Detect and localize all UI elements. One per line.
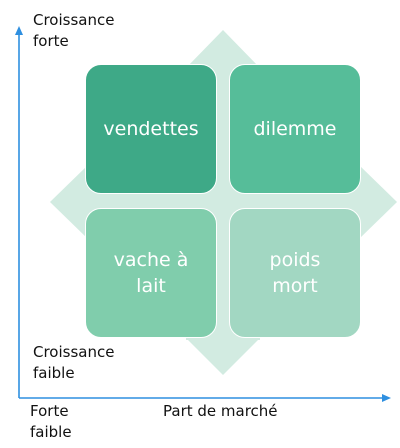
quadrant-label: poids mort — [270, 247, 321, 299]
x-axis-arrow-icon — [382, 394, 391, 402]
quadrant-label-line: mort — [272, 275, 318, 297]
arrow-head-left — [50, 165, 88, 239]
y-low-line-2: faible — [33, 364, 75, 382]
y-low-line-1: Croissance — [33, 343, 115, 361]
quadrant-label: dilemme — [253, 116, 336, 142]
quadrant-label-line: dilemme — [253, 118, 337, 140]
x-left-line-2: faible — [30, 423, 72, 441]
quadrant-label: vendettes — [103, 116, 198, 142]
x-axis-label-left: Forte faible — [30, 401, 72, 443]
quadrant-vache-a-lait: vache à lait — [85, 208, 217, 338]
quadrant-label: vache à lait — [114, 247, 189, 299]
x-axis-title-text: Part de marché — [163, 402, 278, 420]
y-axis-label-low: Croissance faible — [33, 342, 114, 384]
y-axis-arrow-icon — [15, 26, 23, 35]
y-high-line-1: Croissance — [33, 11, 115, 29]
x-axis-title: Part de marché — [163, 401, 278, 422]
arrow-head-up — [186, 30, 260, 68]
quadrant-label-line: lait — [136, 275, 166, 297]
y-high-line-2: forte — [33, 32, 69, 50]
x-left-line-1: Forte — [30, 402, 69, 420]
axes — [15, 26, 391, 402]
quadrant-poids-mort: poids mort — [229, 208, 361, 338]
y-axis-label-high: Croissance forte — [33, 10, 114, 52]
quadrant-label-line: vache à — [113, 249, 189, 271]
quadrant-vendettes: vendettes — [85, 64, 217, 194]
arrow-head-right — [359, 165, 397, 239]
quadrant-label-line: poids — [269, 249, 321, 271]
quadrant-dilemme: dilemme — [229, 64, 361, 194]
quadrant-label-line: vendettes — [103, 118, 199, 140]
arrow-head-down — [186, 338, 260, 375]
